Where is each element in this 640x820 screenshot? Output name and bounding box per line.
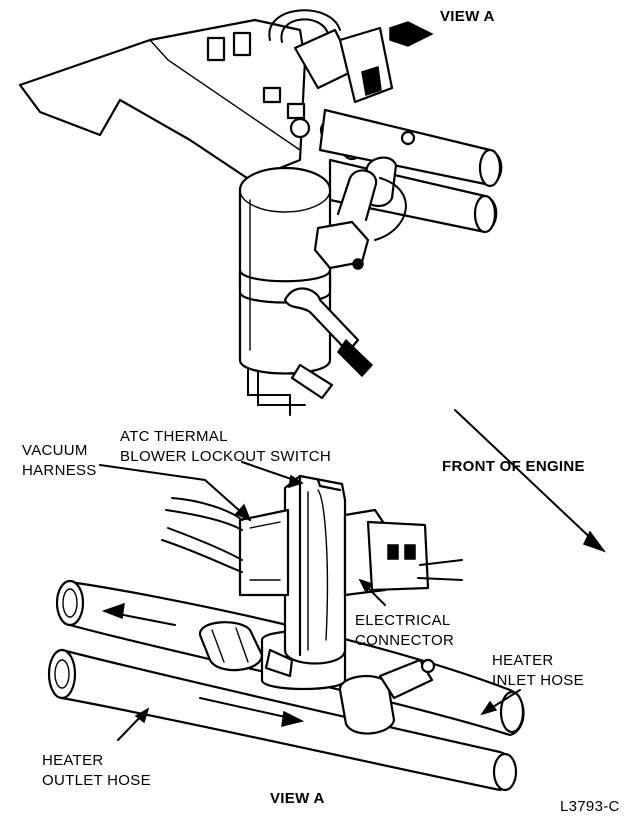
view-a-detail [47, 461, 525, 792]
front-of-engine-arrow [454, 409, 607, 553]
view-a-bottom-label: VIEW A [270, 790, 325, 807]
heater-outlet-label-line2: OUTLET HOSE [42, 772, 151, 789]
view-a-top-label: VIEW A [440, 8, 495, 25]
heater-inlet-label-line2: INLET HOSE [492, 672, 584, 689]
front-of-engine-label: FRONT OF ENGINE [442, 458, 585, 475]
heater-outlet-label-line1: HEATER [42, 752, 104, 769]
vacuum-harness-label-line1: VACUUM [22, 442, 88, 459]
atc-label-line1: ATC THERMAL [120, 428, 228, 445]
electrical-connector-label-line1: ELECTRICAL [355, 612, 451, 629]
electrical-connector-label-line2: CONNECTOR [355, 632, 455, 649]
figure-code: L3793-C [560, 798, 620, 815]
vacuum-harness-label-line2: HARNESS [22, 462, 97, 479]
atc-label-line2: BLOWER LOCKOUT SWITCH [120, 448, 332, 465]
engine-overview [18, 9, 503, 416]
heater-inlet-label-line1: HEATER [492, 652, 554, 669]
